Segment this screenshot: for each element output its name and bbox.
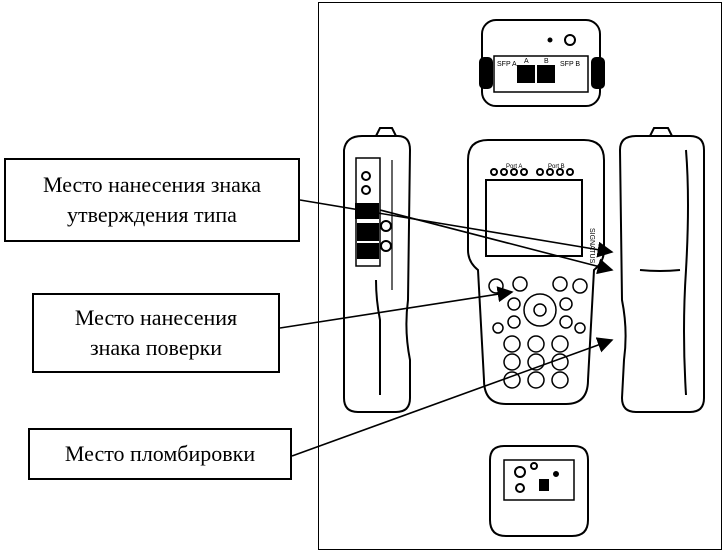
type-approval-mark-label: Место нанесения знака утверждения типа <box>4 158 300 242</box>
type-approval-mark-text: Место нанесения знака утверждения типа <box>42 172 262 227</box>
port-label-sfp-b: SFP B <box>560 61 580 68</box>
device-right-side-view <box>618 127 705 413</box>
sealing-place-text: Место пломбировки <box>64 441 256 466</box>
verification-mark-label: Место нанесения знака поверки <box>32 293 280 373</box>
port-label-a: A <box>524 58 529 65</box>
front-port-label-b: Port B <box>548 164 565 170</box>
device-left-side-view <box>343 127 412 413</box>
device-views-frame <box>318 2 722 550</box>
port-label-sfp-a: SFP A <box>497 61 517 68</box>
sealing-place-label: Место пломбировки <box>28 428 292 480</box>
device-top-view <box>479 19 605 107</box>
svg-text:SIGNATUS: SIGNATUS <box>588 228 595 264</box>
leader-arrows <box>279 199 614 457</box>
verification-mark-text: Место нанесения знака поверки <box>74 305 238 360</box>
front-port-label-a: Port A <box>506 164 522 170</box>
device-bottom-view <box>489 445 589 537</box>
device-front-view: SIGNATUS <box>467 139 605 405</box>
port-label-b: B <box>544 58 549 65</box>
